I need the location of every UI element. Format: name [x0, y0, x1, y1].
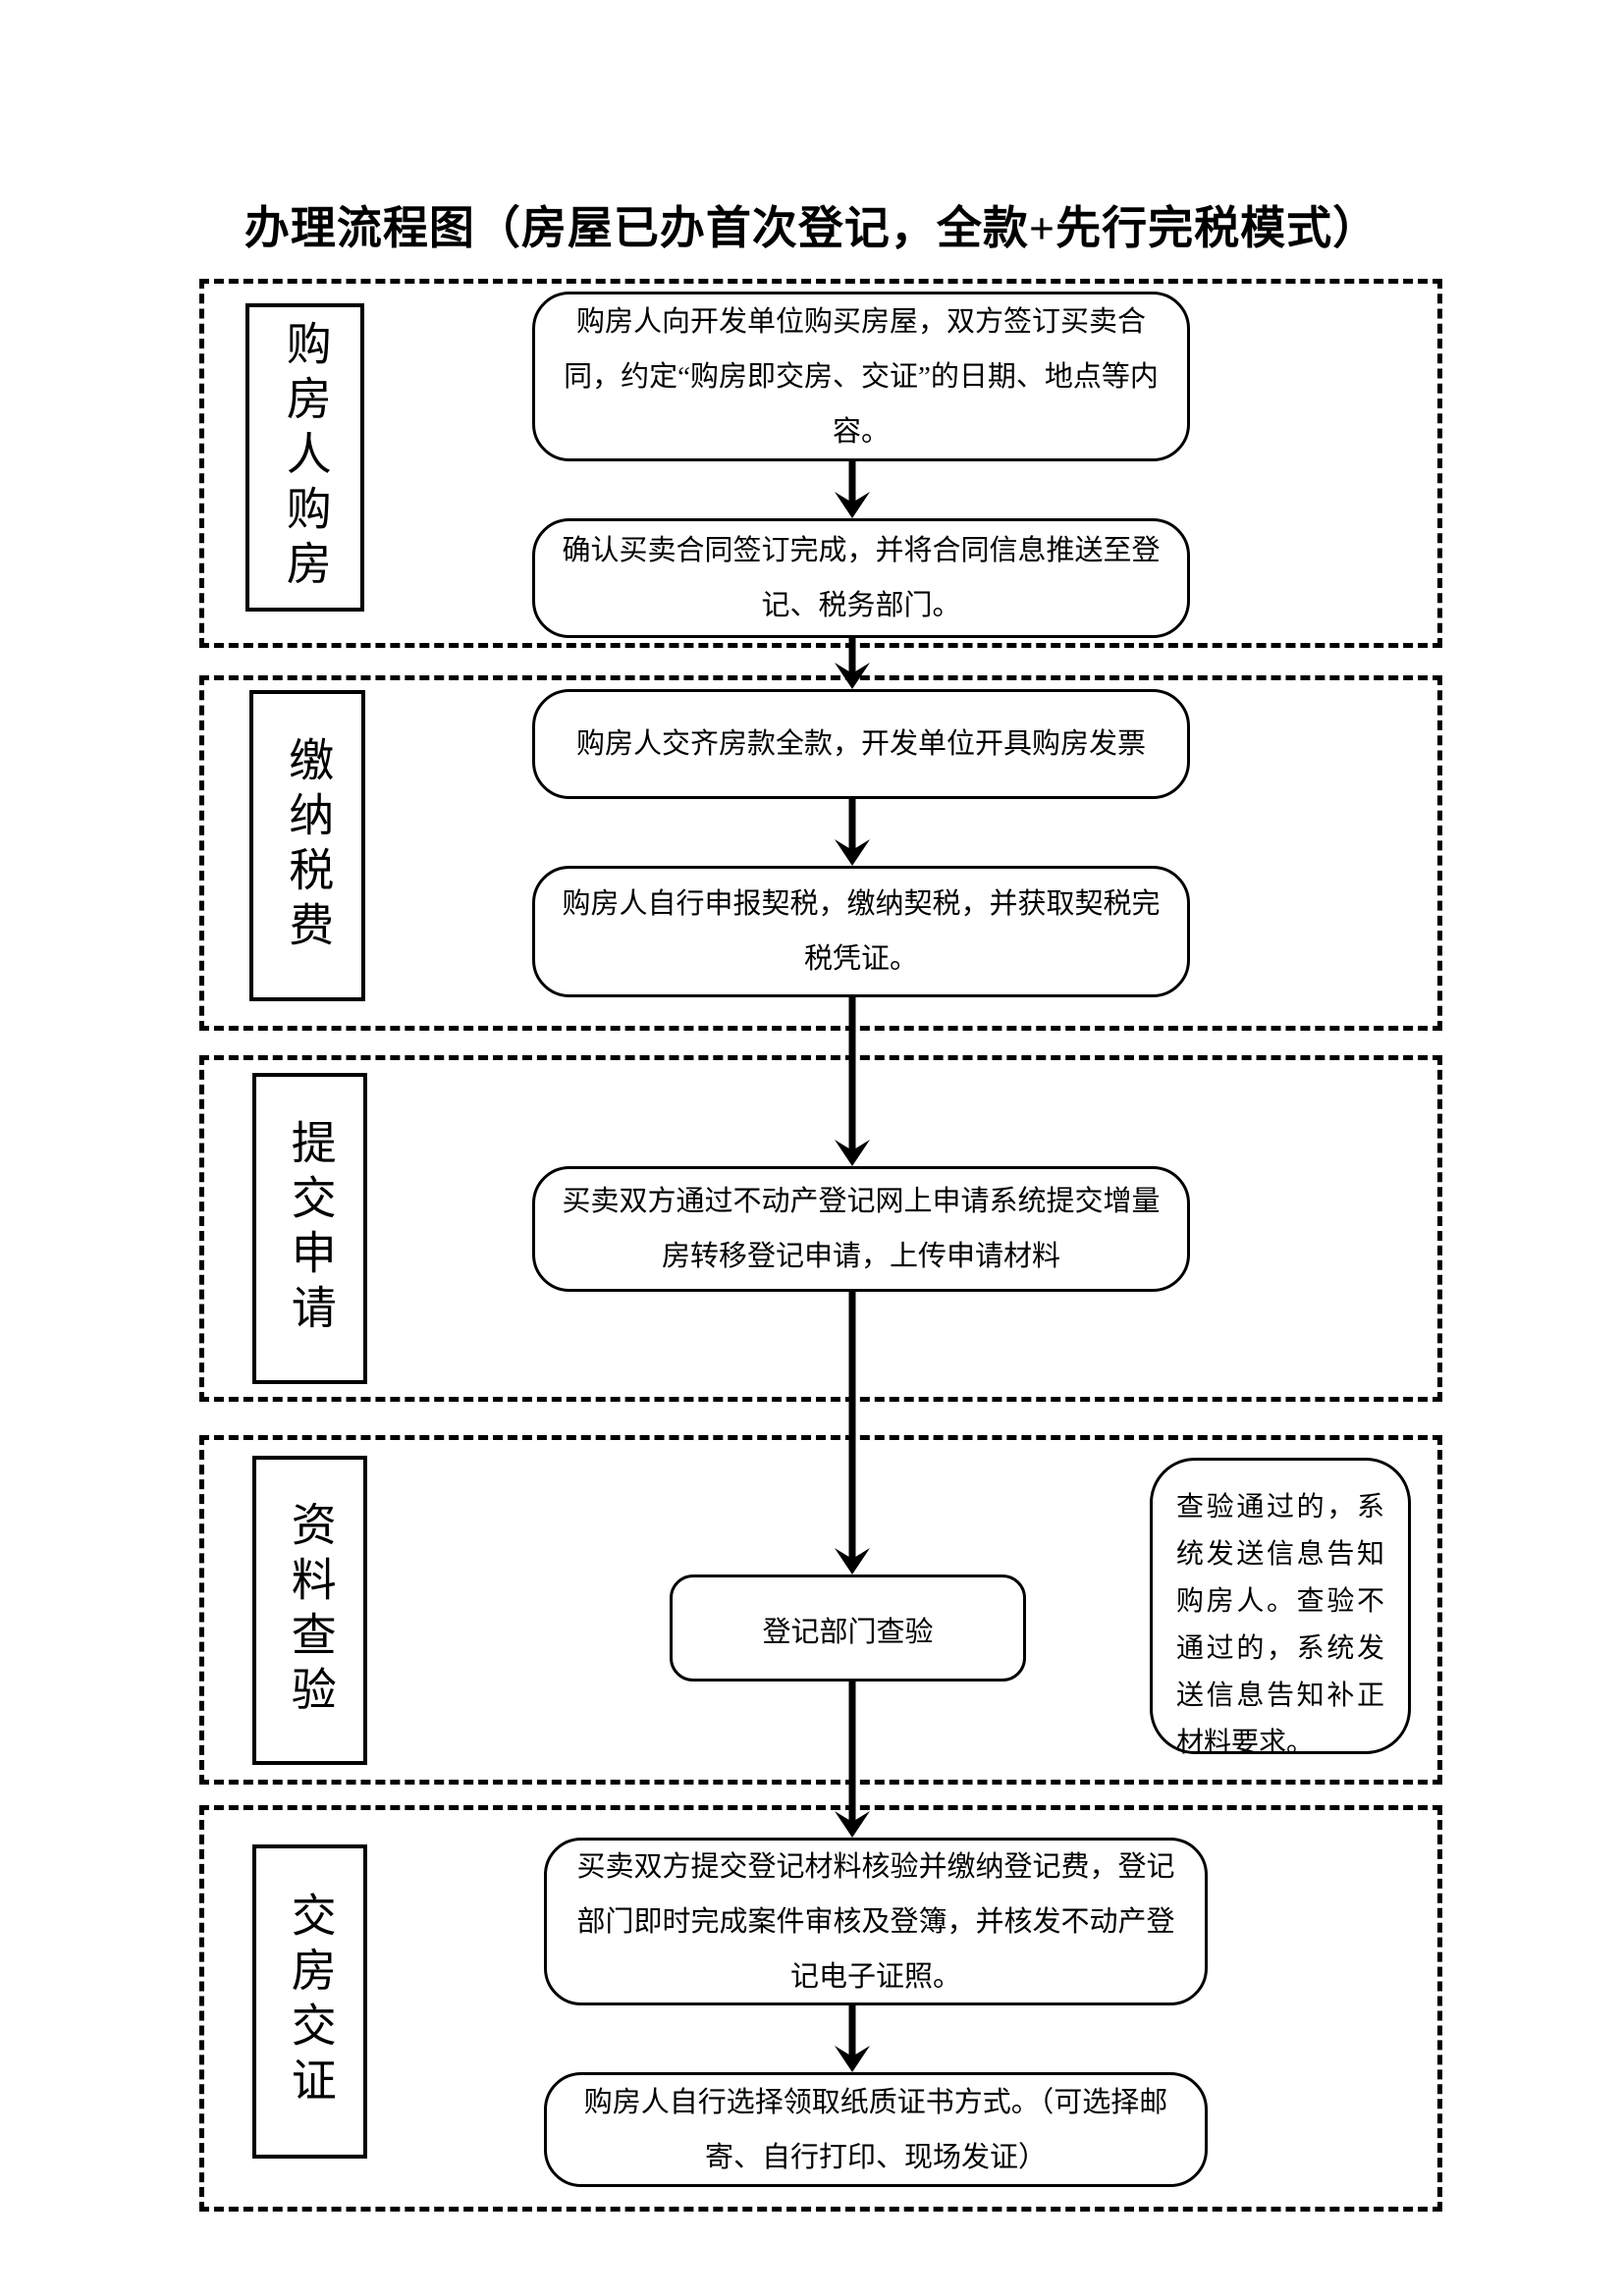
- flow-step-box: 购房人交齐房款全款，开发单位开具购房发票: [532, 689, 1190, 799]
- down-arrow-icon: [833, 461, 872, 518]
- review-step-box: 登记部门查验: [670, 1575, 1026, 1682]
- stage-label-text: 购房人购房: [280, 320, 331, 595]
- flow-step-box: 购房人自行申报契税，缴纳契税，并获取契税完税凭证。: [532, 866, 1190, 997]
- stage-label-text: 提交申请: [285, 1118, 336, 1339]
- stage-buyer-purchase: 购房人购房 购房人向开发单位购买房屋，双方签订买卖合同，约定“购房即交房、交证”…: [199, 279, 1442, 648]
- review-result-note: 查验通过的，系统发送信息告知购房人。查验不通过的，系统发送信息告知补正材料要求。: [1150, 1458, 1411, 1758]
- down-arrow-icon: [833, 2005, 872, 2072]
- flow-step-box: 买卖双方通过不动产登记网上申请系统提交增量房转移登记申请，上传申请材料: [532, 1166, 1190, 1292]
- stage-label-text: 资料查验: [285, 1500, 336, 1721]
- down-arrow-icon: [833, 1682, 872, 1838]
- stage-label-delivery-certificate: 交房交证: [252, 1844, 367, 2159]
- flow-step-box: 确认买卖合同签订完成，并将合同信息推送至登记、税务部门。: [532, 518, 1190, 638]
- flow-step-box: 购房人自行选择领取纸质证书方式。（可选择邮寄、自行打印、现场发证）: [544, 2072, 1208, 2187]
- stage-label-buyer-purchase: 购房人购房: [245, 303, 364, 612]
- stage-label-text: 缴纳税费: [283, 735, 334, 956]
- page-title: 办理流程图（房屋已办首次登记，全款+先行完税模式）: [243, 203, 1380, 253]
- stage-submit-application: 提交申请 买卖双方通过不动产登记网上申请系统提交增量房转移登记申请，上传申请材料: [199, 1055, 1442, 1402]
- stage-label-submit-application: 提交申请: [252, 1073, 367, 1384]
- down-arrow-icon: [833, 636, 872, 689]
- flow-step-box: 购房人向开发单位购买房屋，双方签订买卖合同，约定“购房即交房、交证”的日期、地点…: [532, 292, 1190, 461]
- stage-label-pay-taxes: 缴纳税费: [249, 690, 365, 1001]
- down-arrow-icon: [833, 1292, 872, 1575]
- stage-label-material-review: 资料查验: [252, 1456, 367, 1765]
- stage-label-text: 交房交证: [285, 1892, 336, 2111]
- down-arrow-icon: [833, 997, 872, 1166]
- down-arrow-icon: [833, 799, 872, 866]
- stage-pay-taxes: 缴纳税费 购房人交齐房款全款，开发单位开具购房发票 购房人自行申报契税，缴纳契税…: [199, 675, 1442, 1031]
- stage-material-review: 资料查验 登记部门查验 查验通过的，系统发送信息告知购房人。查验不通过的，系统发…: [199, 1435, 1442, 1785]
- flow-step-box: 买卖双方提交登记材料核验并缴纳登记费，登记部门即时完成案件审核及登簿，并核发不动…: [544, 1838, 1208, 2005]
- stage-delivery-certificate: 交房交证 买卖双方提交登记材料核验并缴纳登记费，登记部门即时完成案件审核及登簿，…: [199, 1805, 1442, 2212]
